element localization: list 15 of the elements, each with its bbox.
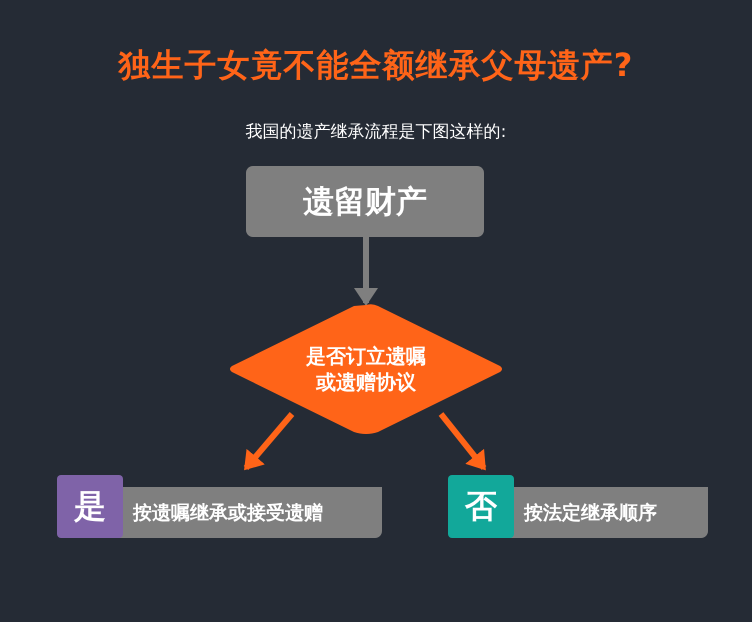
arrow <box>244 412 294 470</box>
result-box <box>448 475 708 538</box>
result-text: 按法定继承顺序 <box>524 500 657 526</box>
answer-badge: 是 <box>57 475 123 538</box>
decision-diamond <box>228 303 504 435</box>
result-box <box>57 475 382 538</box>
result-text: 按遗嘱继承或接受遗赠 <box>133 500 323 526</box>
arrow <box>438 412 486 470</box>
process-text: 遗留财产 <box>303 182 427 222</box>
answer-badge: 否 <box>448 475 514 538</box>
decision-text: 是否订立遗嘱或遗赠协议 <box>305 343 427 395</box>
process-box <box>246 166 484 237</box>
title: 独生子女竟不能全额继承父母遗产? <box>116 45 634 86</box>
subtitle: 我国的遗产继承流程是下图这样的: <box>244 121 508 143</box>
arrow <box>354 237 378 306</box>
